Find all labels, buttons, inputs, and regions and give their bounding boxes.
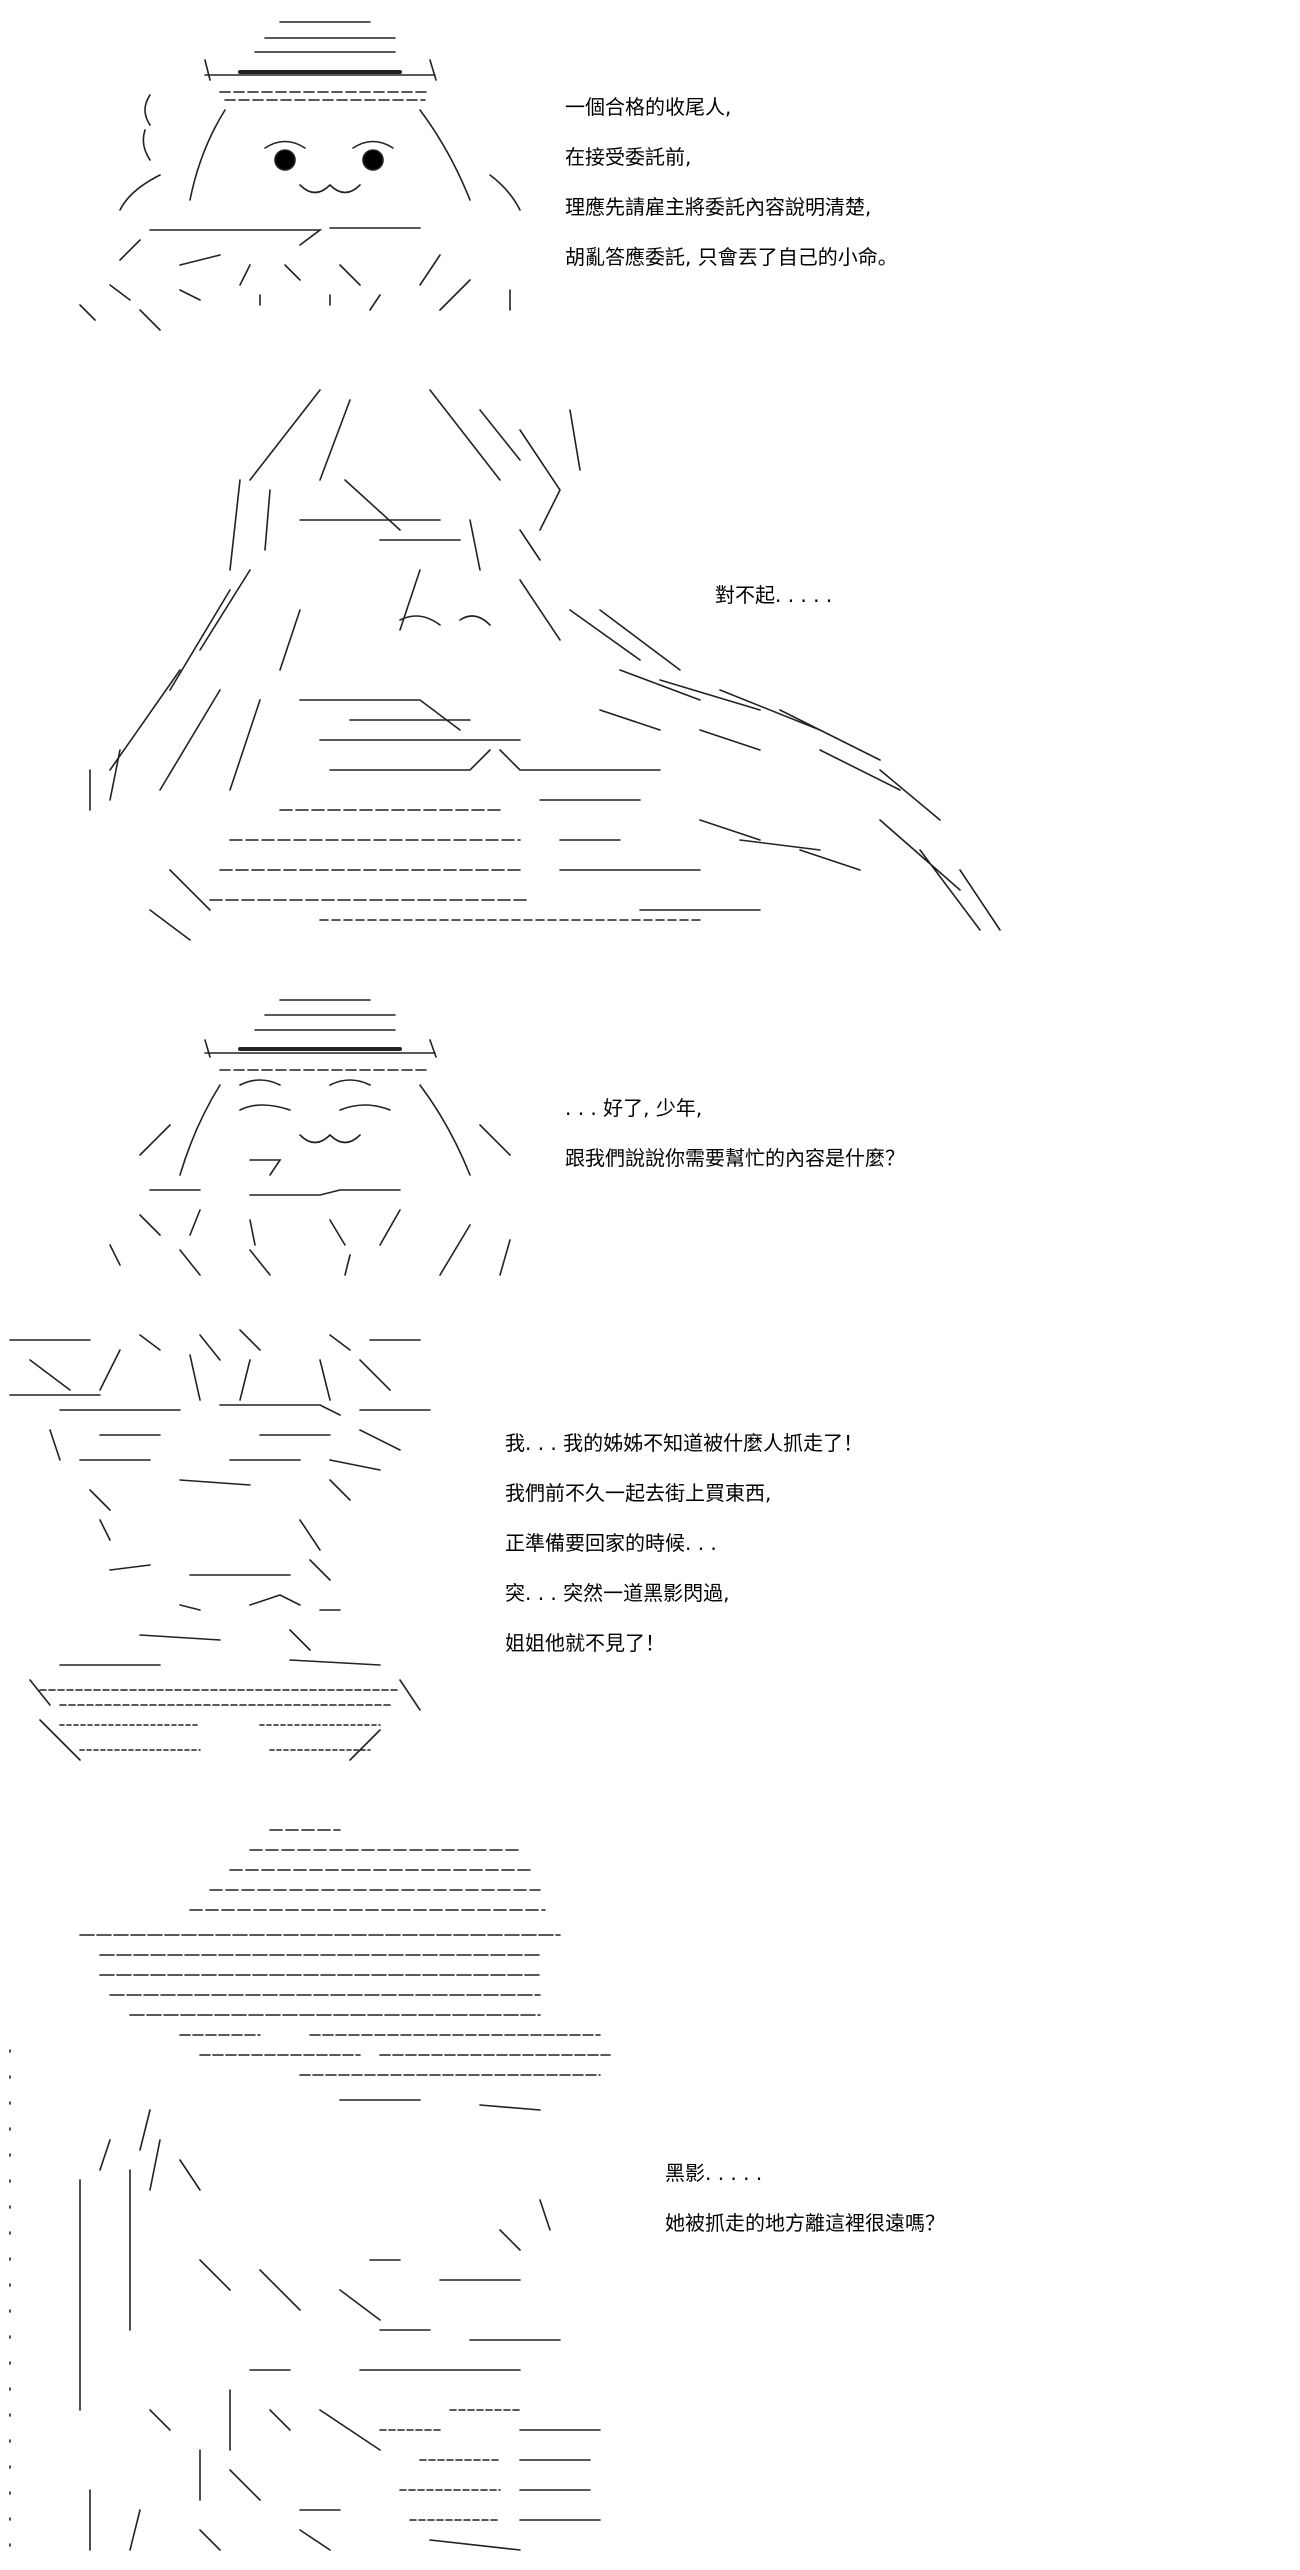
dialogue-line: 正準備要回家的時候. . . bbox=[505, 1531, 717, 1555]
panel-4: 我. . . 我的姊姊不知道被什麼人抓走了！ 我們前不久一起去街上買東西, 正準… bbox=[0, 1320, 1300, 1780]
dialogue-line: 姐姐他就不見了！ bbox=[505, 1631, 665, 1655]
dialogue-line: . . . 好了, 少年, bbox=[565, 1096, 703, 1120]
dialogue-line: 黑影. . . . . bbox=[665, 2161, 763, 2185]
panel-5-dialogue: 黑影. . . . . 她被抓走的地方離這裡很遠嗎？ bbox=[665, 2148, 945, 2248]
dialogue-line: 我. . . 我的姊姊不知道被什麼人抓走了！ bbox=[505, 1431, 864, 1455]
dialogue-line: 對不起. . . . . bbox=[715, 583, 833, 607]
ascii-art-hat-character-smiling bbox=[79, 21, 521, 331]
dialogue-line: 理應先請雇主將委託內容說明清楚, bbox=[565, 195, 872, 219]
dialogue-line: 跟我們說說你需要幫忙的內容是什麼？ bbox=[565, 1146, 905, 1170]
panel-5: 黑影. . . . . 她被抓走的地方離這裡很遠嗎？ bbox=[0, 1810, 1300, 2570]
panel-2-dialogue: 對不起. . . . . bbox=[715, 570, 832, 620]
ascii-art-hat-character-shadowed bbox=[9, 1829, 611, 2570]
dialogue-line: 突. . . 突然一道黑影閃過, bbox=[505, 1581, 730, 1605]
dialogue-line: 我們前不久一起去街上買東西, bbox=[505, 1481, 772, 1505]
panel-3-dialogue: . . . 好了, 少年, 跟我們說說你需要幫忙的內容是什麼？ bbox=[565, 1083, 905, 1183]
panel-2: 對不起. . . . . bbox=[0, 370, 1300, 960]
ascii-art-long-hair-character-bowing bbox=[89, 389, 1001, 941]
dialogue-line: 胡亂答應委託, 只會丟了自己的小命。 bbox=[565, 245, 898, 269]
panel-4-dialogue: 我. . . 我的姊姊不知道被什麼人抓走了！ 我們前不久一起去街上買東西, 正準… bbox=[505, 1418, 863, 1668]
ascii-art-spiky-hair-kid bbox=[9, 1329, 431, 1761]
panel-3: . . . 好了, 少年, 跟我們說說你需要幫忙的內容是什麼？ bbox=[0, 985, 1300, 1295]
panel-1-dialogue: 一個合格的收尾人, 在接受委託前, 理應先請雇主將委託內容說明清楚, 胡亂答應委… bbox=[565, 82, 898, 282]
dialogue-line: 她被抓走的地方離這裡很遠嗎？ bbox=[665, 2211, 945, 2235]
dialogue-line: 在接受委託前, bbox=[565, 145, 692, 169]
dialogue-line: 一個合格的收尾人, bbox=[565, 95, 732, 119]
panel-1: 一個合格的收尾人, 在接受委託前, 理應先請雇主將委託內容說明清楚, 胡亂答應委… bbox=[0, 0, 1300, 340]
ascii-art-hat-character-eyes-closed bbox=[109, 999, 511, 1276]
